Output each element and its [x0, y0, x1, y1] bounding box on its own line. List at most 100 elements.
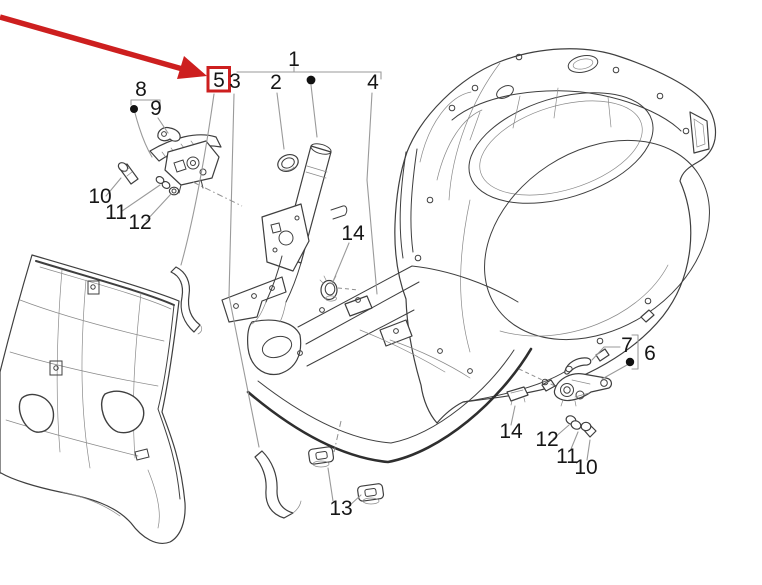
leader-12-right [552, 424, 570, 440]
floor-holes [297, 297, 473, 374]
lever-part-9 [157, 126, 181, 142]
floor-left-arm [221, 276, 287, 323]
callout-10-left: 10 [88, 185, 111, 208]
highlight [0, 14, 231, 93]
bolt-head [580, 421, 592, 432]
callout-12-right: 12 [535, 428, 558, 451]
hook-bracket-foot [197, 324, 203, 335]
bushing-part-12-right [565, 415, 582, 430]
callout-8: 8 [135, 78, 147, 101]
clip-body [506, 386, 529, 402]
lock-body [553, 373, 612, 402]
callout-6: 6 [644, 342, 656, 365]
group-bracket-6 [631, 334, 639, 370]
leader-frame-dot [310, 84, 318, 138]
latch-details [173, 156, 207, 176]
callout-10-right: 10 [574, 456, 597, 479]
clip-part-14-right [506, 386, 529, 406]
shield-right-edge-inner [157, 304, 181, 500]
highlight-box [206, 66, 231, 93]
bushing-part-2 [277, 154, 299, 172]
kidney-hole [567, 55, 599, 73]
callout-11-left: 11 [105, 201, 127, 224]
lever-7-hole [565, 365, 573, 373]
leader-11-left [121, 184, 161, 212]
lever-part-7 [564, 357, 592, 375]
dashline-latch-to-plate [192, 181, 243, 207]
highlight-arrow-head [177, 56, 207, 79]
callout-14-right: 14 [499, 420, 523, 443]
side-panel-crease [499, 264, 669, 337]
windscreen-trim-inner [39, 266, 172, 310]
grommet-13a-outer [308, 446, 335, 465]
frame-outline [394, 48, 717, 424]
leader-14-left [331, 242, 350, 285]
leader-9 [157, 117, 169, 134]
shield-slot-right [100, 390, 145, 434]
screw-threads [123, 167, 133, 177]
kidney-hole-inner [572, 58, 594, 70]
grommet-13a-base [312, 460, 330, 468]
callout-labels: 1 2 3 4 5 6 7 8 9 10 11 12 13 14 14 12 1… [88, 48, 656, 520]
column-plate [261, 203, 310, 272]
leader-5 [180, 93, 215, 266]
frame-holes [414, 53, 690, 386]
reference-dot-6 [625, 357, 635, 367]
leader-12-left [145, 193, 172, 222]
bolt-part-10-right [580, 421, 597, 438]
leader-10-left [105, 177, 122, 197]
pillar-foot [292, 500, 302, 514]
washer-b [161, 180, 171, 190]
leader-lines [105, 66, 639, 507]
leader-2 [276, 92, 285, 150]
lock-bracket-part-6 [553, 373, 612, 407]
grommet-13b-base [362, 497, 380, 505]
callout-2: 2 [270, 71, 282, 94]
grommet-14l-base [325, 295, 337, 302]
grommet-13b-inner [364, 487, 377, 497]
callout-13: 13 [329, 497, 352, 520]
floor-bracket-b [344, 295, 373, 317]
reference-dot-1 [306, 75, 316, 85]
dashline-grommet-14 [337, 287, 360, 291]
bushing-inner [281, 157, 295, 169]
rim-band-arcs [419, 91, 483, 181]
lever-9-hole [161, 131, 167, 137]
seat-opening-outer [468, 92, 654, 204]
grommet-part-13-b [357, 483, 385, 505]
column-lower [265, 255, 302, 303]
latch-assembly-part-8 [149, 134, 222, 194]
floor-front-panel [247, 319, 302, 376]
leader-10-right [586, 439, 591, 461]
lever-7-body [564, 357, 592, 375]
callout-9: 9 [150, 97, 162, 120]
nut-inner [171, 188, 177, 194]
grommet-part-13-a [308, 446, 335, 468]
grommet-14l-inner [324, 282, 336, 296]
hook-bracket-part-5 [170, 266, 203, 335]
latch-tabs [178, 179, 204, 194]
nut-outer [168, 186, 180, 196]
bushing-shade [281, 166, 295, 171]
rim-struts [469, 87, 612, 141]
callout-7: 7 [621, 334, 633, 357]
grommet-part-14-left [319, 275, 338, 302]
floor-bottom-rail [246, 347, 533, 464]
column-tube-top [310, 143, 332, 155]
seat-rim-inner [451, 90, 682, 132]
bushing-12r-b [570, 420, 582, 430]
grommet-13a-inner [315, 450, 328, 460]
nut-part-12-left [168, 186, 180, 196]
clip-inner [510, 389, 526, 406]
highlight-arrow-shaft [0, 14, 187, 73]
leader-7 [591, 346, 621, 361]
lock-holes [559, 379, 608, 400]
floor-cross-rails [297, 265, 519, 367]
callout-4: 4 [367, 71, 379, 94]
hook-bracket-body [170, 266, 201, 333]
bushing-outer [277, 154, 299, 172]
leader-4 [366, 92, 378, 295]
pillar-body [254, 450, 294, 519]
callout-11-right: 11 [556, 445, 578, 468]
